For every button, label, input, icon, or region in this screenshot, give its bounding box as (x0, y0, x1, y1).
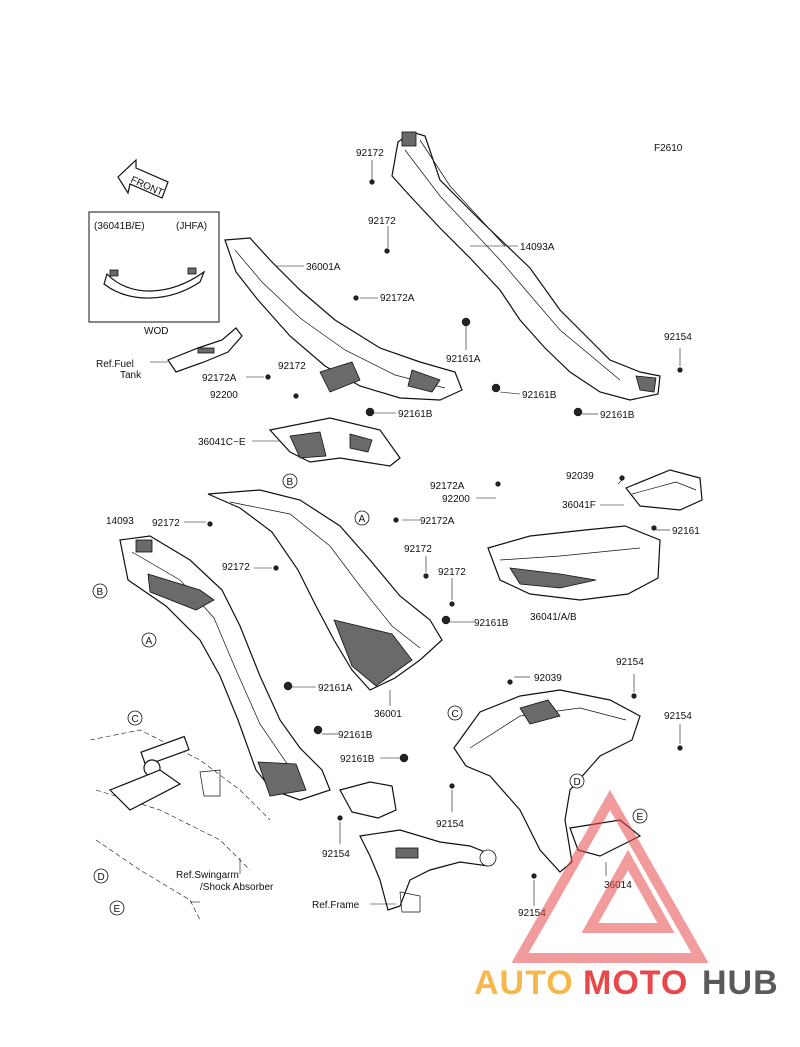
reference-labels: Ref.Fuel Tank Ref.Swingarm /Shock Absorb… (96, 359, 360, 911)
label-92172a-4: 92172A (420, 516, 455, 527)
label-92154-a: 92154 (616, 657, 644, 668)
label-92161a-2: 92161A (318, 683, 353, 694)
svg-text:C: C (452, 709, 459, 720)
fuel-tank-bracket (167, 327, 243, 373)
label-92172-5: 92172 (404, 544, 432, 555)
label-36001a: 36001A (306, 262, 341, 273)
label-92161b-3: 92161B (398, 409, 433, 420)
watermark-text-auto: AUTO (474, 964, 574, 1002)
side-cover-upper (224, 237, 463, 401)
watermark-text-hub: HUB (702, 964, 779, 1002)
callout-e-2: E (109, 900, 125, 916)
svg-text:E: E (114, 904, 121, 915)
svg-text:B: B (97, 587, 104, 598)
callout-b-1: B (282, 473, 298, 489)
label-92161b-2: 92161B (600, 410, 635, 421)
label-92200-2: 92200 (442, 494, 470, 505)
side-cover-main (207, 489, 443, 691)
label-92172-top: 92172 (356, 148, 384, 159)
label-92161: 92161 (672, 526, 700, 537)
label-92200-1: 92200 (210, 390, 238, 401)
callout-a-1: A (354, 510, 370, 526)
svg-text:E: E (637, 812, 644, 823)
label-92154-top: 92154 (664, 332, 692, 343)
label-36041-a-b: 36041/A/B (530, 612, 577, 623)
label-92154-d: 92154 (322, 849, 350, 860)
label-92172-7: 92172 (438, 567, 466, 578)
callout-e-1: E (632, 808, 648, 824)
watermark-logo: AUTO MOTO HUB (474, 789, 779, 1002)
ref-swingarm-line1: Ref.Swingarm (176, 870, 239, 881)
label-14093a: 14093A (520, 242, 555, 253)
callout-c-2: C (447, 705, 463, 721)
label-92161b-1: 92161B (522, 390, 557, 401)
label-92154-b: 92154 (664, 711, 692, 722)
label-92172-4: 92172 (152, 518, 180, 529)
label-36041c-e: 36041C~E (198, 437, 246, 448)
label-14093: 14093 (106, 516, 134, 527)
label-36041f: 36041F (562, 500, 596, 511)
front-arrow-icon: FRONT (117, 158, 169, 199)
label-92172-3: 92172 (278, 361, 306, 372)
side-cover-panel-f (625, 469, 703, 511)
callout-a-2: A (141, 632, 157, 648)
ref-fuel-tank-line2: Tank (120, 370, 142, 381)
frame-cover-left (119, 535, 331, 801)
ref-swingarm-line2: /Shock Absorber (200, 882, 274, 893)
callout-d-1: D (569, 773, 585, 789)
lower-bracket (339, 781, 397, 819)
watermark-text-moto: MOTO (583, 964, 688, 1002)
label-92172a-3: 92172A (430, 481, 465, 492)
label-36001: 36001 (374, 709, 402, 720)
svg-text:B: B (287, 477, 294, 488)
frame-cover-upper-right (391, 131, 661, 401)
callout-c-1: C (127, 710, 143, 726)
inset-box: (36041B/E) (JHFA) WOD (88, 211, 220, 337)
inset-caption: WOD (144, 326, 168, 337)
svg-text:D: D (98, 872, 105, 883)
ref-fuel-tank-line1: Ref.Fuel (96, 359, 134, 370)
label-92154-e: 92154 (518, 908, 546, 919)
label-92039-1: 92039 (566, 471, 594, 482)
callout-b-2: B (92, 583, 108, 599)
svg-text:A: A (146, 636, 153, 647)
fasteners (207, 179, 683, 879)
swingarm-reference (89, 729, 271, 921)
inset-right-label: (JHFA) (176, 221, 207, 232)
svg-text:C: C (132, 714, 139, 725)
inset-left-label: (36041B/E) (94, 221, 145, 232)
label-92161a-1: 92161A (446, 354, 481, 365)
label-92172a-2: 92172A (202, 373, 237, 384)
side-cover-panel-c-e (268, 417, 401, 467)
label-92154-c: 92154 (436, 819, 464, 830)
label-92161b-6: 92161B (340, 754, 375, 765)
label-92039-2: 92039 (534, 673, 562, 684)
svg-text:D: D (574, 777, 581, 788)
side-cover-panel-a-b (487, 525, 661, 601)
side-cover-front-lower (453, 689, 642, 873)
figure-code: F2610 (654, 143, 683, 154)
leader-lines (150, 160, 681, 906)
svg-text:A: A (359, 514, 366, 525)
label-92172-mid: 92172 (368, 216, 396, 227)
callout-d-2: D (93, 868, 109, 884)
label-92161b-4: 92161B (474, 618, 509, 629)
label-92172-6: 92172 (222, 562, 250, 573)
ref-frame: Ref.Frame (312, 900, 360, 911)
label-92172a-1: 92172A (380, 293, 415, 304)
label-92161b-5: 92161B (338, 730, 373, 741)
frame-reference (359, 829, 497, 913)
